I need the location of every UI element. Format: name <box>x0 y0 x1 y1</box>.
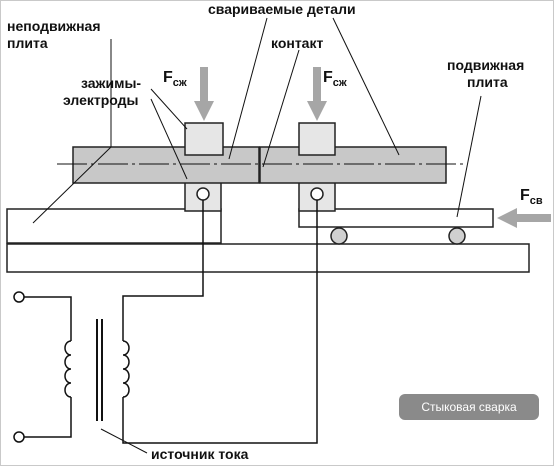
clamp-force-left-main: F <box>163 69 173 86</box>
movable-plate <box>298 208 494 228</box>
clamp-force-label-left: Fсж <box>163 69 187 89</box>
weld-force-sub: св <box>530 195 543 207</box>
fixed-plate <box>6 208 222 244</box>
clamp-force-right-main: F <box>323 69 333 86</box>
input-terminal-top <box>13 291 25 303</box>
welded-parts-label: свариваемые детали <box>208 1 356 17</box>
current-source-label: источник тока <box>151 446 249 462</box>
clamp-electrodes-label-line2: электроды <box>63 92 139 108</box>
clamp-electrodes-label-line1: зажимы- <box>81 75 141 91</box>
roller-right <box>448 227 466 245</box>
transformer-circuit <box>23 200 318 444</box>
welded-part-left <box>72 146 260 184</box>
upper-electrode-right <box>298 122 336 156</box>
welded-part-right <box>259 146 447 184</box>
weld-force-main: F <box>520 187 530 204</box>
upper-electrode-left <box>184 122 224 156</box>
clamp-force-arrow-right <box>307 67 327 121</box>
clamp-force-arrow-left <box>194 67 214 121</box>
fixed-plate-label-line2: плита <box>7 35 48 51</box>
base-plate <box>6 243 530 273</box>
terminal-right <box>310 187 324 201</box>
clamp-force-left-sub: сж <box>173 77 187 89</box>
input-terminal-bottom <box>13 431 25 443</box>
clamp-force-right-sub: сж <box>333 77 347 89</box>
movable-plate-label-line2: плита <box>467 74 508 90</box>
terminal-left <box>196 187 210 201</box>
clamp-force-label-right: Fсж <box>323 69 347 89</box>
fixed-plate-label-line1: неподвижная <box>7 18 101 34</box>
leader-lines <box>32 17 482 454</box>
movable-plate-label-line1: подвижная <box>447 57 524 73</box>
weld-force-label: Fсв <box>520 187 543 207</box>
roller-left <box>330 227 348 245</box>
weld-force-arrow <box>497 208 551 228</box>
contact-label: контакт <box>271 35 323 51</box>
caption-badge: Стыковая сварка <box>399 394 539 420</box>
